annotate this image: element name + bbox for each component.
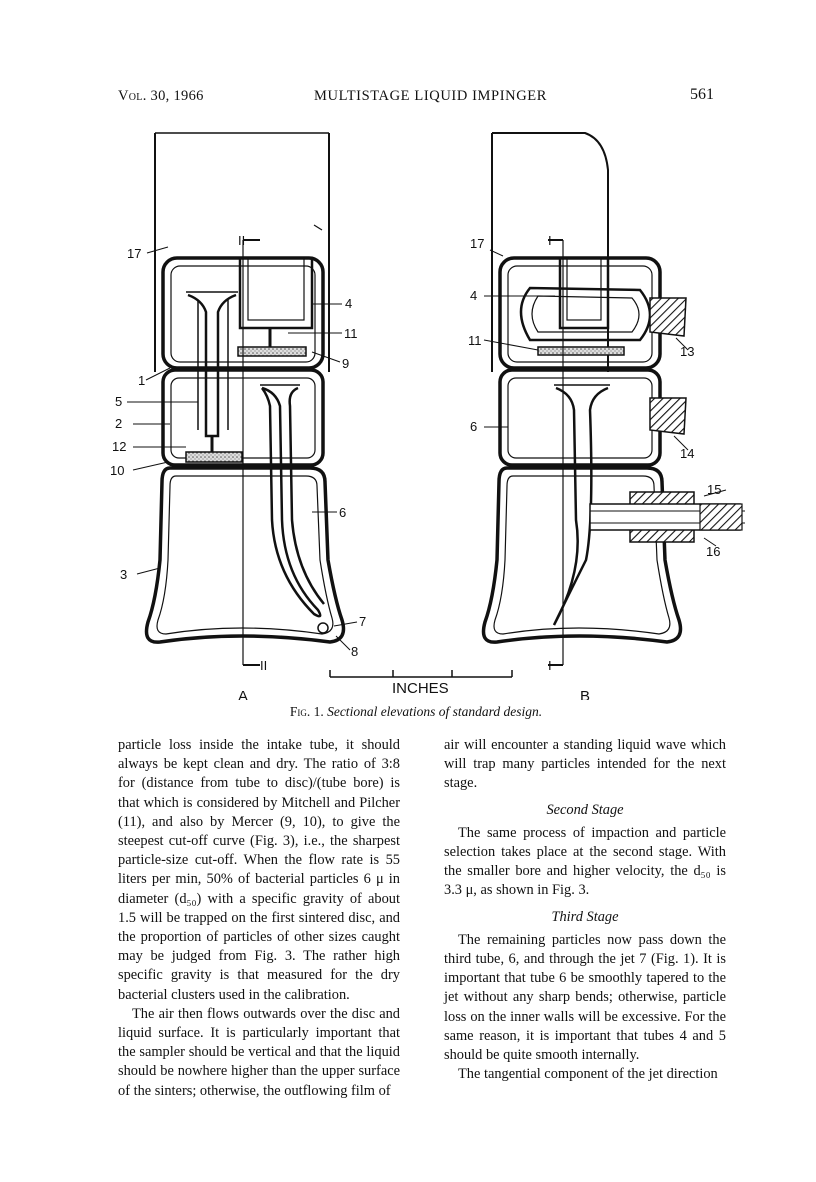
callout-b-15: 15 [707, 482, 721, 497]
right-paragraph-4: The tangential component of the jet dire… [458, 1066, 718, 1083]
callout-b-14: 14 [680, 446, 694, 461]
callout-a-11: 11 [344, 326, 358, 341]
journal-volume: Vol. 30, 1966 [118, 88, 204, 104]
scale-label: INCHES [392, 680, 449, 697]
right-column: air will encounter a standing liquid wav… [444, 736, 726, 1084]
callout-b-13: 13 [680, 344, 694, 359]
running-title: MULTISTAGE LIQUID IMPINGER [314, 88, 548, 104]
panel-label-b: B [580, 688, 590, 700]
running-header: Vol. 30, 1966 MULTISTAGE LIQUID IMPINGER… [118, 86, 714, 108]
page-number: 561 [690, 86, 714, 103]
callout-a-4: 4 [345, 296, 352, 311]
callout-a-17: 17 [127, 246, 141, 261]
heading-second-stage: Second Stage [546, 801, 624, 818]
right-paragraph-3: The remaining particles now pass down th… [444, 931, 726, 1064]
section-label-b-top: I [548, 233, 552, 248]
right-paragraph-2: The same process of impaction and partic… [444, 824, 726, 899]
callout-a-12: 12 [112, 439, 126, 454]
callout-b-17: 17 [470, 236, 484, 251]
callout-a-1: 1 [138, 373, 145, 388]
drawing-a [127, 132, 358, 666]
heading-third-stage: Third Stage [551, 908, 619, 925]
callout-b-16: 16 [706, 544, 720, 559]
figure-caption: Fig. 1. Sectional elevations of standard… [118, 704, 714, 720]
section-label-a-top: II [238, 233, 245, 248]
section-label-b-bottom: I [548, 658, 552, 673]
callout-a-9: 9 [342, 356, 349, 371]
right-paragraph-1: air will encounter a standing liquid wav… [444, 737, 726, 792]
callout-a-5: 5 [115, 394, 122, 409]
callout-a-3: 3 [120, 567, 127, 582]
callout-b-6: 6 [470, 419, 477, 434]
callout-b-4: 4 [470, 288, 477, 303]
left-paragraph-2: The air then flows outwards over the dis… [118, 1005, 400, 1099]
callout-a-7: 7 [359, 614, 366, 629]
figure-sectional-elevations: II II 17 4 11 9 1 5 2 12 10 6 3 7 8 [110, 132, 745, 700]
callout-a-8: 8 [351, 644, 358, 659]
callout-a-2: 2 [115, 416, 122, 431]
scale-bar [329, 670, 513, 678]
drawing-b [481, 132, 745, 666]
callout-b-11: 11 [468, 333, 482, 348]
section-label-a-bottom: II [260, 658, 267, 673]
callout-a-10: 10 [110, 463, 124, 478]
caption-text: Sectional elevations of standard design. [327, 704, 543, 719]
left-paragraph-1: particle loss inside the intake tube, it… [118, 737, 400, 1003]
caption-label: Fig. 1. [289, 704, 324, 719]
left-column: particle loss inside the intake tube, it… [118, 736, 400, 1101]
panel-label-a: A [238, 688, 248, 700]
callout-a-6: 6 [339, 505, 346, 520]
